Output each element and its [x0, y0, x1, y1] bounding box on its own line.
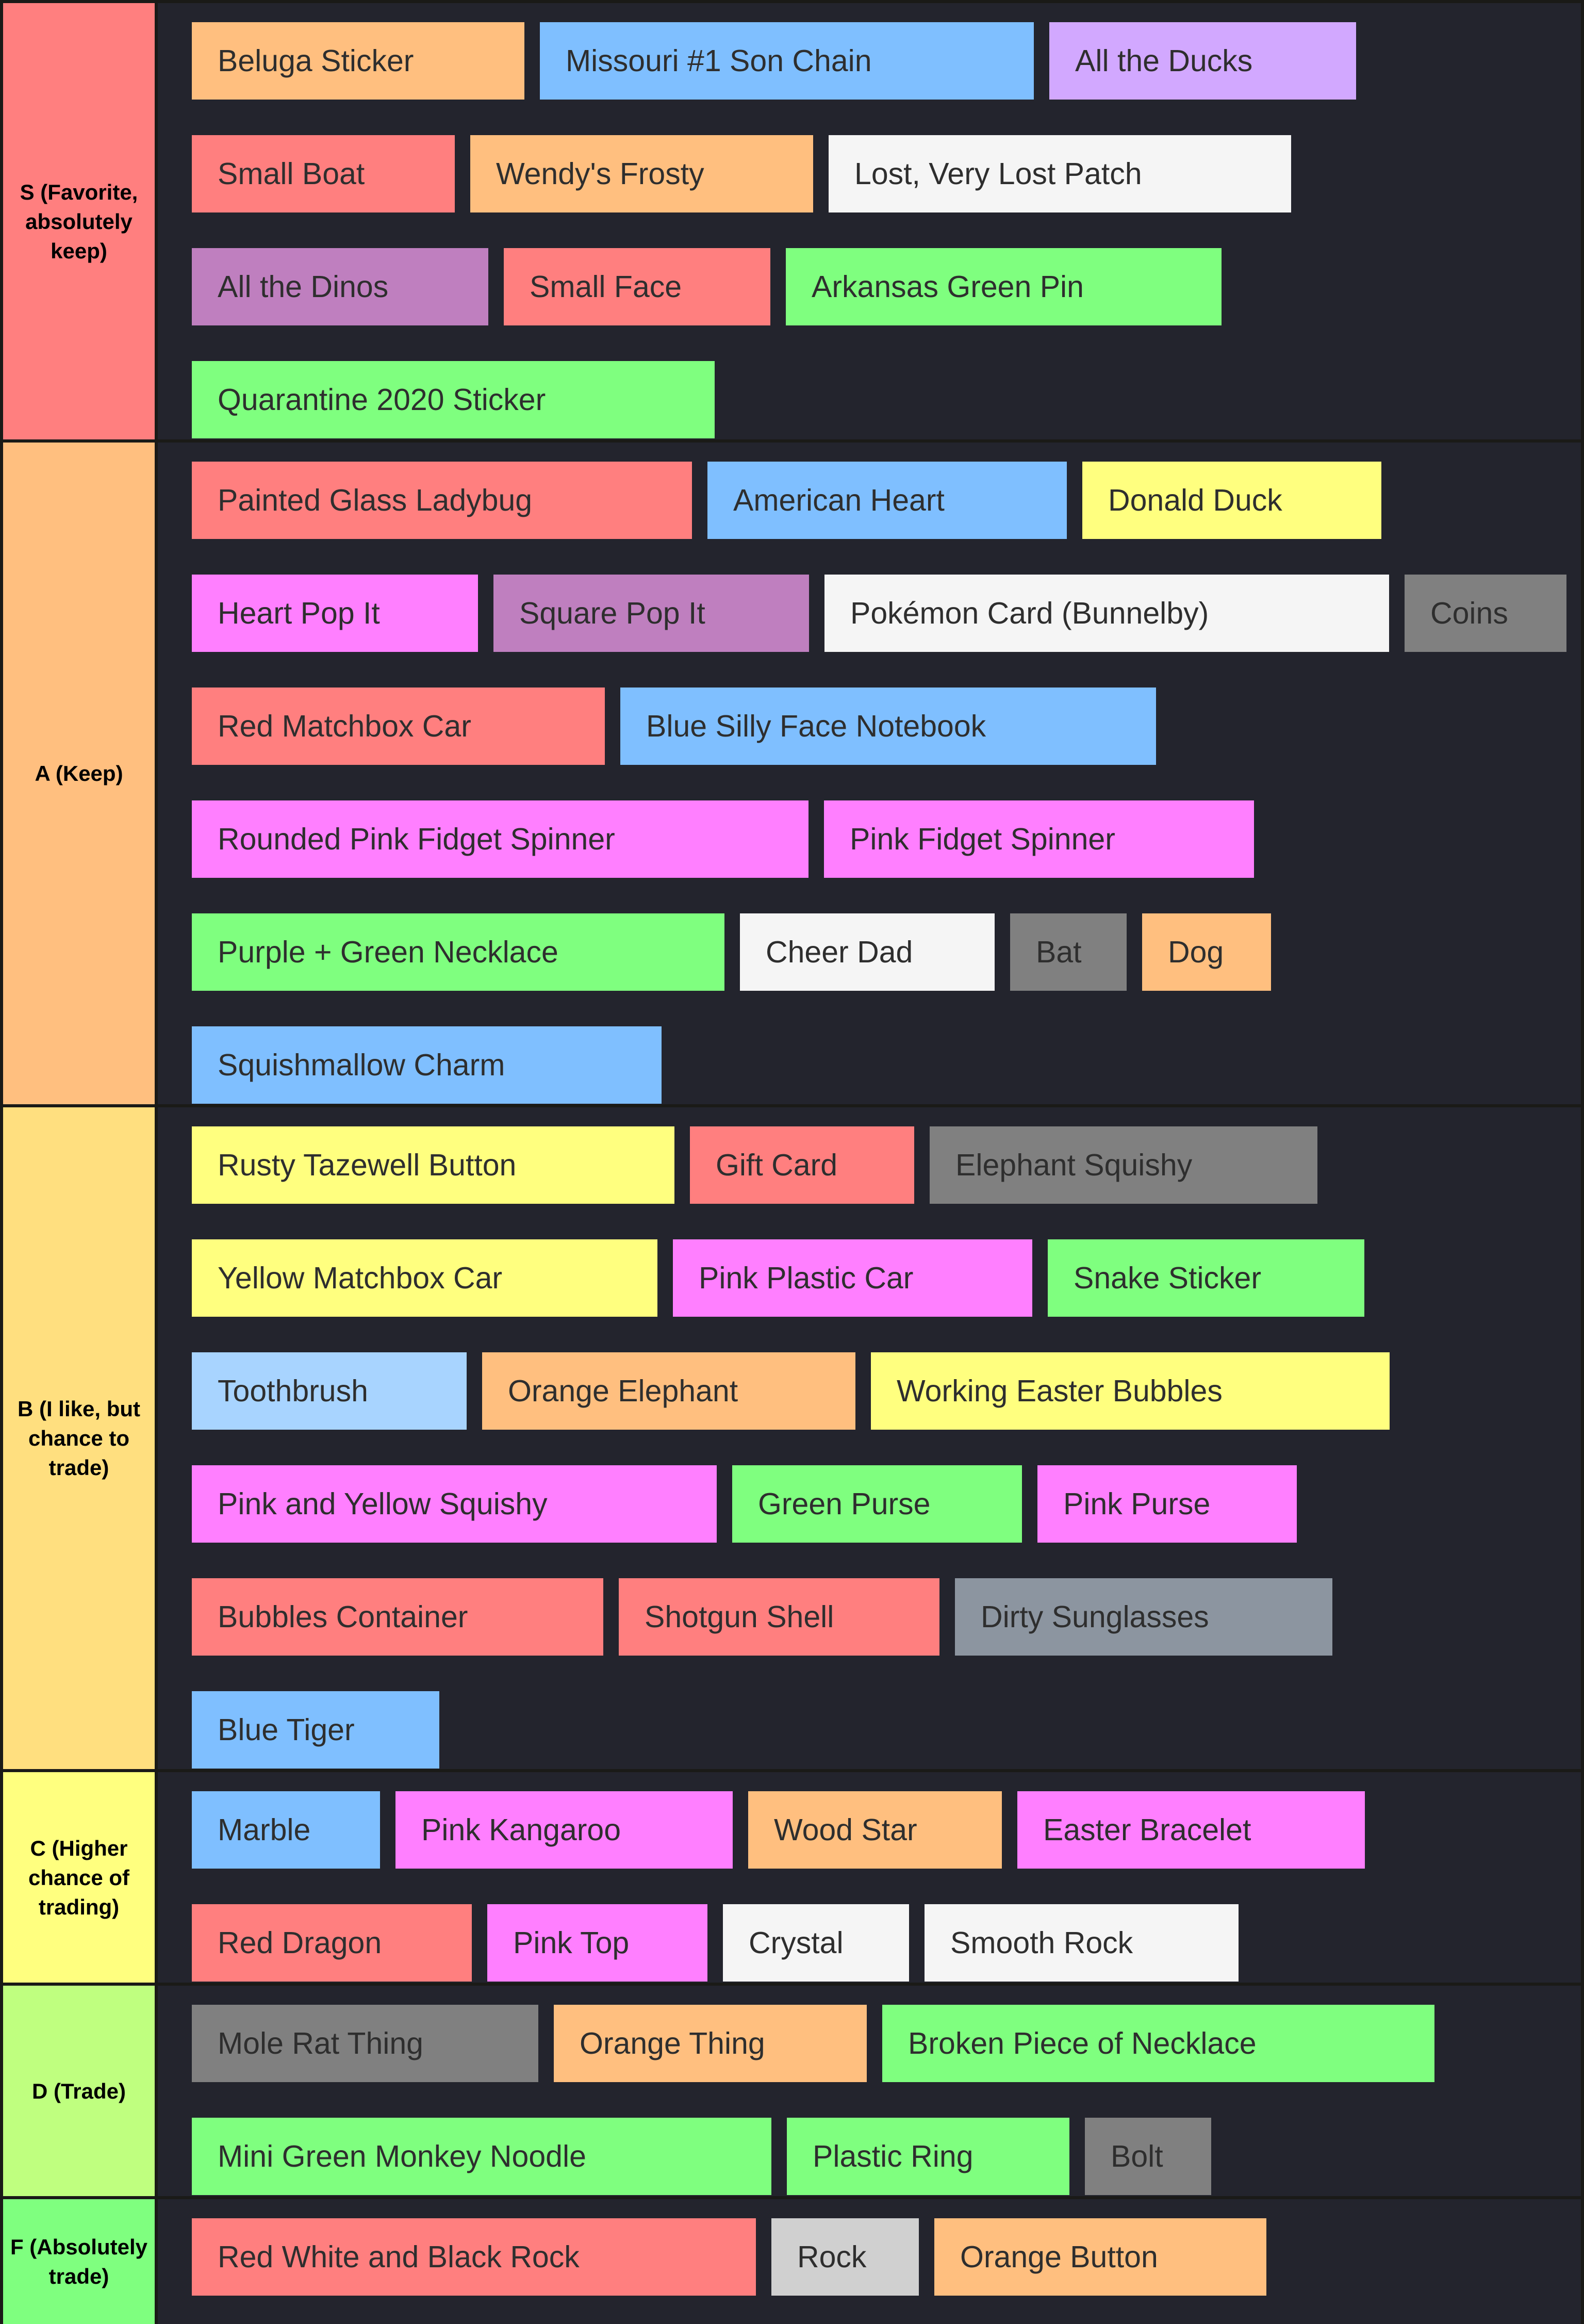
tier-item-red-matchbox-car[interactable]: Red Matchbox Car	[192, 688, 605, 765]
tier-item-dog[interactable]: Dog	[1142, 913, 1271, 991]
tier-item-smooth-rock[interactable]: Smooth Rock	[925, 1904, 1239, 1982]
tier-item-orange-button[interactable]: Orange Button	[934, 2218, 1266, 2296]
tier-item-yellow-matchbox-car[interactable]: Yellow Matchbox Car	[192, 1239, 657, 1317]
tier-item-pink-top[interactable]: Pink Top	[487, 1904, 707, 1982]
tier-item-elephant-squishy[interactable]: Elephant Squishy	[930, 1126, 1317, 1204]
tier-item-all-the-dinos[interactable]: All the Dinos	[192, 248, 488, 325]
tier-item-blue-tiger[interactable]: Blue Tiger	[192, 1691, 439, 1769]
tier-label-text: D (Trade)	[31, 2078, 126, 2103]
tier-item-small-boat[interactable]: Small Boat	[192, 135, 455, 212]
tier-item-square-pop-it[interactable]: Square Pop It	[493, 575, 809, 652]
tier-item-rounded-pink-fidget-spinner[interactable]: Rounded Pink Fidget Spinner	[192, 800, 808, 878]
tier-item-pok-mon-card-bunnelby[interactable]: Pokémon Card (Bunnelby)	[824, 575, 1389, 652]
tier-item-squishmallow-charm[interactable]: Squishmallow Charm	[192, 1026, 662, 1104]
tier-item-easter-bracelet[interactable]: Easter Bracelet	[1017, 1791, 1365, 1869]
tier-item-red-white-and-black-rock[interactable]: Red White and Black Rock	[192, 2218, 756, 2296]
tier-item-missouri-1-son-chain[interactable]: Missouri #1 Son Chain	[540, 22, 1034, 100]
tier-item-bolt[interactable]: Bolt	[1085, 2118, 1211, 2195]
tier-label-text: C (Higher chance of trading)	[28, 1836, 130, 1919]
tier-item-painted-glass-ladybug[interactable]: Painted Glass Ladybug	[192, 462, 692, 539]
tier-item-rusty-tazewell-button[interactable]: Rusty Tazewell Button	[192, 1126, 674, 1204]
tier-item-blue-silly-face-notebook[interactable]: Blue Silly Face Notebook	[620, 688, 1156, 765]
tier-item-snake-sticker[interactable]: Snake Sticker	[1048, 1239, 1364, 1317]
tier-row: F (Absolutely trade)Red White and Black …	[0, 2196, 1584, 2324]
tier-item-dirty-sunglasses[interactable]: Dirty Sunglasses	[955, 1578, 1332, 1656]
tier-label[interactable]: A (Keep)	[3, 443, 155, 1104]
tier-item-crystal[interactable]: Crystal	[723, 1904, 909, 1982]
tier-item-arkansas-green-pin[interactable]: Arkansas Green Pin	[786, 248, 1222, 325]
tier-item-beluga-sticker[interactable]: Beluga Sticker	[192, 22, 524, 100]
tier-item-red-dragon[interactable]: Red Dragon	[192, 1904, 472, 1982]
tier-label[interactable]: S (Favorite, absolutely keep)	[3, 3, 155, 439]
tier-label-text: F (Absolutely trade)	[10, 2235, 147, 2288]
tier-item-gift-card[interactable]: Gift Card	[690, 1126, 914, 1204]
tier-item-mole-rat-thing[interactable]: Mole Rat Thing	[192, 2005, 538, 2082]
tier-item-green-purse[interactable]: Green Purse	[732, 1465, 1022, 1543]
tier-item-heart-pop-it[interactable]: Heart Pop It	[192, 575, 478, 652]
tier-item-pink-plastic-car[interactable]: Pink Plastic Car	[673, 1239, 1032, 1317]
tier-item-orange-elephant[interactable]: Orange Elephant	[482, 1352, 855, 1430]
tier-label-text: A (Keep)	[35, 761, 123, 785]
tier-item-plastic-ring[interactable]: Plastic Ring	[787, 2118, 1069, 2195]
tier-item-working-easter-bubbles[interactable]: Working Easter Bubbles	[871, 1352, 1390, 1430]
tier-label-text: B (I like, but chance to trade)	[17, 1397, 140, 1480]
tier-item-cheer-dad[interactable]: Cheer Dad	[740, 913, 995, 991]
tier-item-pink-purse[interactable]: Pink Purse	[1037, 1465, 1297, 1543]
tier-item-small-face[interactable]: Small Face	[504, 248, 770, 325]
tier-label[interactable]: B (I like, but chance to trade)	[3, 1107, 155, 1769]
tier-row: S (Favorite, absolutely keep)Beluga Stic…	[0, 0, 1584, 439]
tier-label[interactable]: D (Trade)	[3, 1986, 155, 2196]
tier-item-all-the-ducks[interactable]: All the Ducks	[1049, 22, 1356, 100]
tier-item-orange-thing[interactable]: Orange Thing	[554, 2005, 867, 2082]
tier-item-quarantine-2020-sticker[interactable]: Quarantine 2020 Sticker	[192, 361, 715, 438]
tier-item-marble[interactable]: Marble	[192, 1791, 380, 1869]
tier-item-shotgun-shell[interactable]: Shotgun Shell	[619, 1578, 939, 1656]
tier-item-donald-duck[interactable]: Donald Duck	[1082, 462, 1381, 539]
tier-item-american-heart[interactable]: American Heart	[707, 462, 1067, 539]
tier-label[interactable]: C (Higher chance of trading)	[3, 1772, 155, 1983]
tier-item-mini-green-monkey-noodle[interactable]: Mini Green Monkey Noodle	[192, 2118, 771, 2195]
tier-item-purple-green-necklace[interactable]: Purple + Green Necklace	[192, 913, 724, 991]
tier-item-pink-fidget-spinner[interactable]: Pink Fidget Spinner	[824, 800, 1254, 878]
tier-item-coins[interactable]: Coins	[1405, 575, 1566, 652]
tier-item-broken-piece-of-necklace[interactable]: Broken Piece of Necklace	[882, 2005, 1434, 2082]
tier-row: B (I like, but chance to trade)Rusty Taz…	[0, 1104, 1584, 1769]
tier-item-toothbrush[interactable]: Toothbrush	[192, 1352, 467, 1430]
tier-item-bat[interactable]: Bat	[1010, 913, 1127, 991]
tier-label[interactable]: F (Absolutely trade)	[3, 2199, 155, 2324]
tier-label-text: S (Favorite, absolutely keep)	[20, 179, 138, 263]
tier-item-lost-very-lost-patch[interactable]: Lost, Very Lost Patch	[829, 135, 1291, 212]
tier-item-wendy-s-frosty[interactable]: Wendy's Frosty	[470, 135, 813, 212]
tier-item-bubbles-container[interactable]: Bubbles Container	[192, 1578, 603, 1656]
tier-item-pink-and-yellow-squishy[interactable]: Pink and Yellow Squishy	[192, 1465, 717, 1543]
tier-item-rock[interactable]: Rock	[771, 2218, 919, 2296]
tier-item-wood-star[interactable]: Wood Star	[748, 1791, 1002, 1869]
tier-item-pink-kangaroo[interactable]: Pink Kangaroo	[395, 1791, 733, 1869]
